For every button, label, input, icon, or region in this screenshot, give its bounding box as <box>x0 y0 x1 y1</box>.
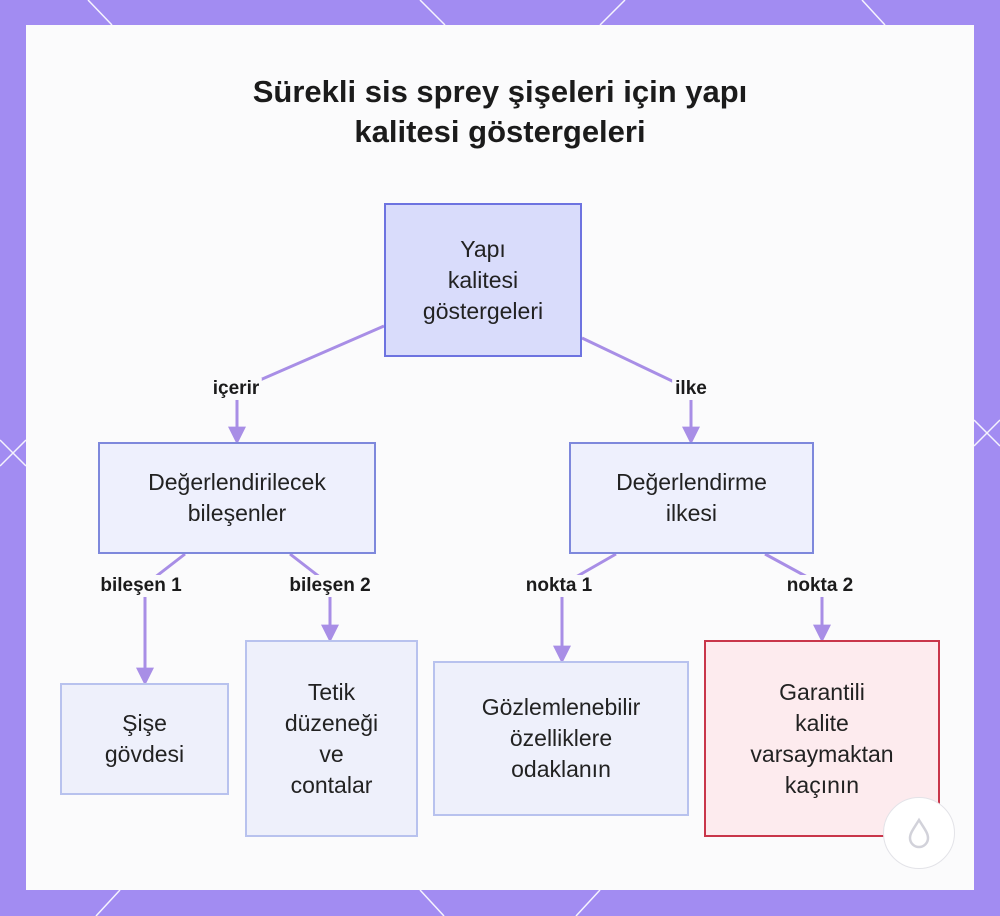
edge-label-component-1: bileşen 1 <box>97 575 185 597</box>
node-root: Yapı kalitesi göstergeleri <box>384 203 582 357</box>
node-components: Değerlendirilecek bileşenler <box>98 442 376 554</box>
title-line-1: Sürekli sis sprey şişeleri için yapı <box>252 74 748 109</box>
diagram-title: Sürekli sis sprey şişeleri için yapı kal… <box>0 72 1000 152</box>
edge-label-point-2: nokta 2 <box>783 575 857 597</box>
droplet-icon <box>908 817 930 849</box>
connector-components-bottle <box>136 552 186 686</box>
node-principle-label: Değerlendirme ilkesi <box>616 469 767 526</box>
node-trigger: Tetik düzeneği ve contalar <box>245 640 418 837</box>
connector-principle-observe <box>553 552 617 664</box>
node-components-label: Değerlendirilecek bileşenler <box>148 469 326 526</box>
node-avoid-label: Garantili kalite varsaymaktan kaçının <box>750 678 894 798</box>
node-observe-label: Gözlemlenebilir özelliklere odaklanın <box>481 694 641 782</box>
node-bottle: Şişe gövdesi <box>60 683 229 795</box>
node-trigger-label: Tetik düzeneği ve contalar <box>284 678 379 798</box>
droplet-logo-icon <box>883 797 955 869</box>
node-principle: Değerlendirme ilkesi <box>569 442 814 554</box>
node-observe: Gözlemlenebilir özelliklere odaklanın <box>433 661 689 816</box>
edge-label-point-1: nokta 1 <box>522 575 596 597</box>
node-root-label: Yapı kalitesi göstergeleri <box>422 235 544 324</box>
edge-label-includes: içerir <box>209 378 263 400</box>
edge-label-component-2: bileşen 2 <box>286 575 374 597</box>
title-line-2: kalitesi göstergeleri <box>354 114 646 149</box>
node-bottle-label: Şişe gövdesi <box>104 710 185 767</box>
edge-label-principle: ilke <box>672 378 710 400</box>
